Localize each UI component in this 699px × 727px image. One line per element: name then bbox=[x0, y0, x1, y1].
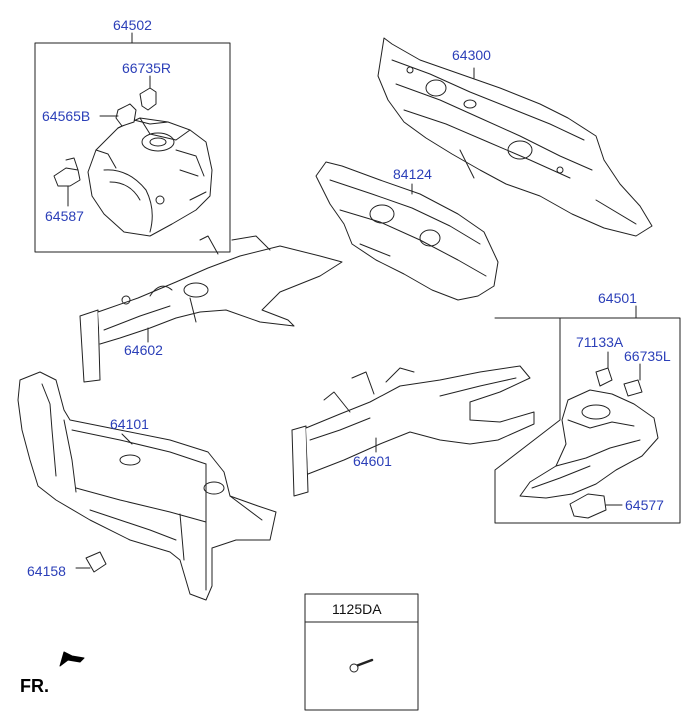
callout-84124: 84124 bbox=[393, 166, 432, 182]
callout-64501: 64501 bbox=[598, 290, 637, 306]
part-64101-carrier bbox=[17, 371, 277, 601]
part-64300-dash-panel bbox=[377, 37, 653, 237]
callout-64101: 64101 bbox=[110, 416, 149, 432]
callout-64300: 64300 bbox=[452, 47, 491, 63]
part-64502-wheelhouse bbox=[87, 117, 213, 237]
callout-64502: 64502 bbox=[113, 17, 152, 33]
part-66735L-bracket bbox=[623, 363, 643, 397]
bolt-box bbox=[304, 593, 419, 711]
callout-64565B: 64565B bbox=[42, 108, 91, 124]
callout-1125DA: 1125DA bbox=[332, 601, 382, 617]
callout-64577: 64577 bbox=[625, 497, 664, 513]
callout-66735R: 66735R bbox=[122, 60, 172, 76]
part-64587-bracket bbox=[53, 157, 81, 207]
callout-66735L: 66735L bbox=[624, 348, 671, 364]
callout-71133A: 71133A bbox=[576, 334, 624, 350]
part-66735R-bracket bbox=[139, 75, 157, 111]
front-direction-label: FR. bbox=[20, 676, 49, 696]
part-64501-wheelhouse bbox=[519, 389, 659, 499]
part-64602-side-member bbox=[79, 235, 343, 383]
callout-64587: 64587 bbox=[45, 208, 84, 224]
part-84124-insulator bbox=[315, 161, 499, 301]
callout-64602: 64602 bbox=[124, 342, 163, 358]
part-64565B-bracket bbox=[99, 103, 137, 127]
part-1125DA-bolt bbox=[349, 658, 374, 673]
part-64601-side-member bbox=[291, 365, 535, 497]
callout-64158: 64158 bbox=[27, 563, 66, 579]
part-71133A-bracket bbox=[595, 351, 613, 387]
arrow-left-down-icon bbox=[59, 651, 85, 667]
group-box-64502 bbox=[34, 42, 231, 253]
part-64158-bracket bbox=[75, 551, 107, 573]
group-box-64501 bbox=[494, 317, 681, 524]
callout-64601: 64601 bbox=[353, 453, 392, 469]
part-64577-bracket bbox=[569, 493, 623, 519]
